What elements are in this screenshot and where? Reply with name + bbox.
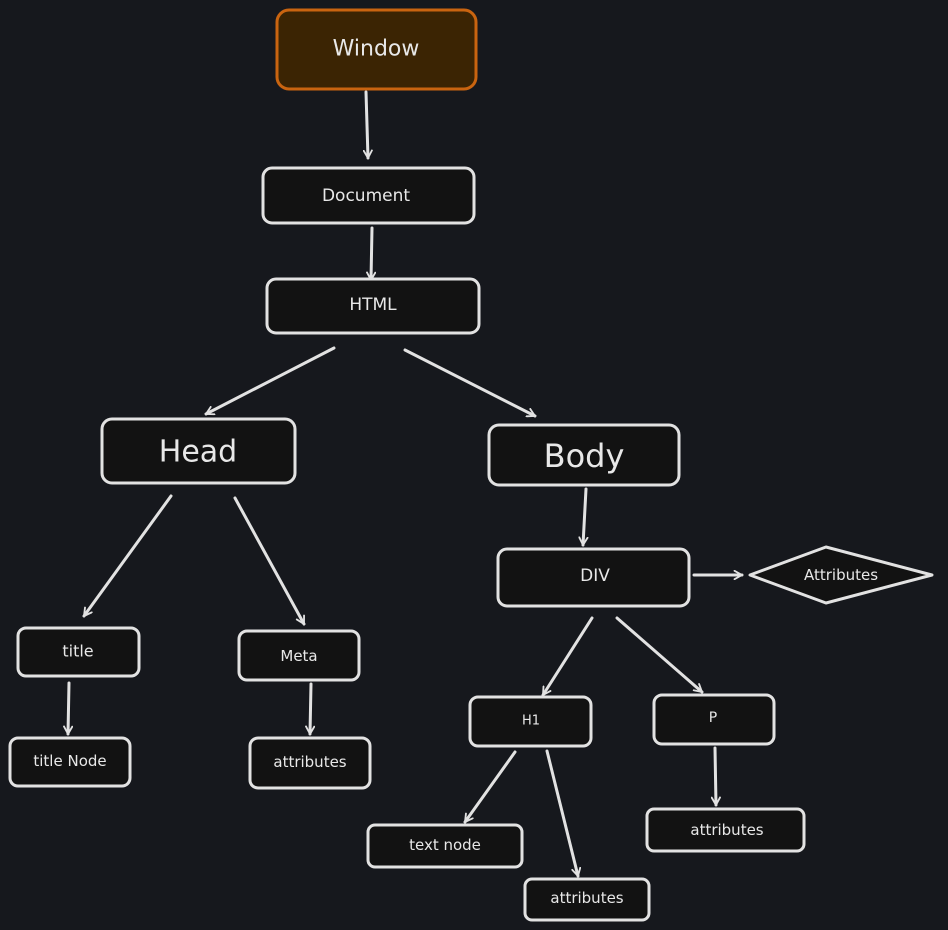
node-title: title: [16, 626, 141, 678]
node-window-label: Window: [333, 37, 420, 62]
node-div-box: [496, 547, 691, 608]
node-div-attributes-label: Attributes: [804, 566, 878, 584]
node-h1-attributes-box: [523, 877, 651, 922]
node-head-box: [100, 417, 297, 485]
node-text-node-label: text node: [409, 836, 481, 854]
node-h1-attributes: attributes: [523, 877, 651, 922]
node-h1: H1: [468, 695, 593, 748]
node-p-attributes-box: [645, 807, 806, 853]
edge-meta-attributes: [310, 682, 311, 736]
node-meta-box: [237, 629, 361, 682]
edge-title-titlenode: [68, 681, 69, 736]
node-title-node: title Node: [8, 736, 132, 788]
node-div-attributes-diamond: [748, 545, 934, 605]
node-meta-attributes-box: [248, 736, 372, 790]
node-h1-label: H1: [522, 714, 540, 729]
edge-h1-textnode: [463, 750, 517, 824]
edge-p-attributes: [715, 746, 716, 807]
edge-div-h1: [541, 616, 594, 697]
node-p-attributes: attributes: [645, 807, 806, 853]
node-document-label: Document: [322, 186, 410, 206]
node-text-node: text node: [366, 823, 524, 869]
node-h1-box: [468, 695, 593, 748]
node-window-box: [275, 8, 478, 91]
node-document: Document: [261, 166, 476, 225]
node-html: HTML: [265, 277, 481, 335]
node-div-attributes: Attributes: [748, 545, 934, 605]
edge-head-meta: [233, 496, 306, 626]
node-p: P: [652, 693, 776, 746]
node-head: Head: [100, 417, 297, 485]
node-document-box: [261, 166, 476, 225]
node-meta-attributes-label: attributes: [273, 753, 346, 771]
node-html-label: HTML: [349, 295, 397, 315]
node-window: Window: [275, 8, 478, 91]
edge-window-document: [366, 90, 368, 160]
node-body: Body: [487, 423, 681, 487]
edge-html-head: [204, 346, 336, 416]
node-head-label: Head: [159, 435, 237, 470]
node-html-box: [265, 277, 481, 335]
edge-body-div: [583, 487, 586, 547]
node-div: DIV: [496, 547, 691, 608]
edge-head-title: [82, 494, 173, 618]
node-title-node-box: [8, 736, 132, 788]
node-title-box: [16, 626, 141, 678]
edges: [68, 90, 744, 878]
edge-document-html: [371, 226, 372, 282]
node-h1-attributes-label: attributes: [550, 889, 623, 907]
edge-html-body: [403, 348, 537, 418]
node-p-label: P: [709, 710, 717, 726]
node-meta-attributes: attributes: [248, 736, 372, 790]
node-meta-label: Meta: [280, 647, 317, 665]
edge-h1-attributes: [545, 749, 578, 878]
node-title-node-label: title Node: [33, 752, 106, 770]
edge-div-p: [615, 616, 704, 694]
node-meta: Meta: [237, 629, 361, 682]
node-title-label: title: [62, 642, 93, 661]
node-p-attributes-label: attributes: [690, 821, 763, 839]
node-text-node-box: [366, 823, 524, 869]
node-body-box: [487, 423, 681, 487]
node-body-label: Body: [544, 437, 625, 475]
node-div-label: DIV: [580, 566, 610, 586]
node-p-box: [652, 693, 776, 746]
